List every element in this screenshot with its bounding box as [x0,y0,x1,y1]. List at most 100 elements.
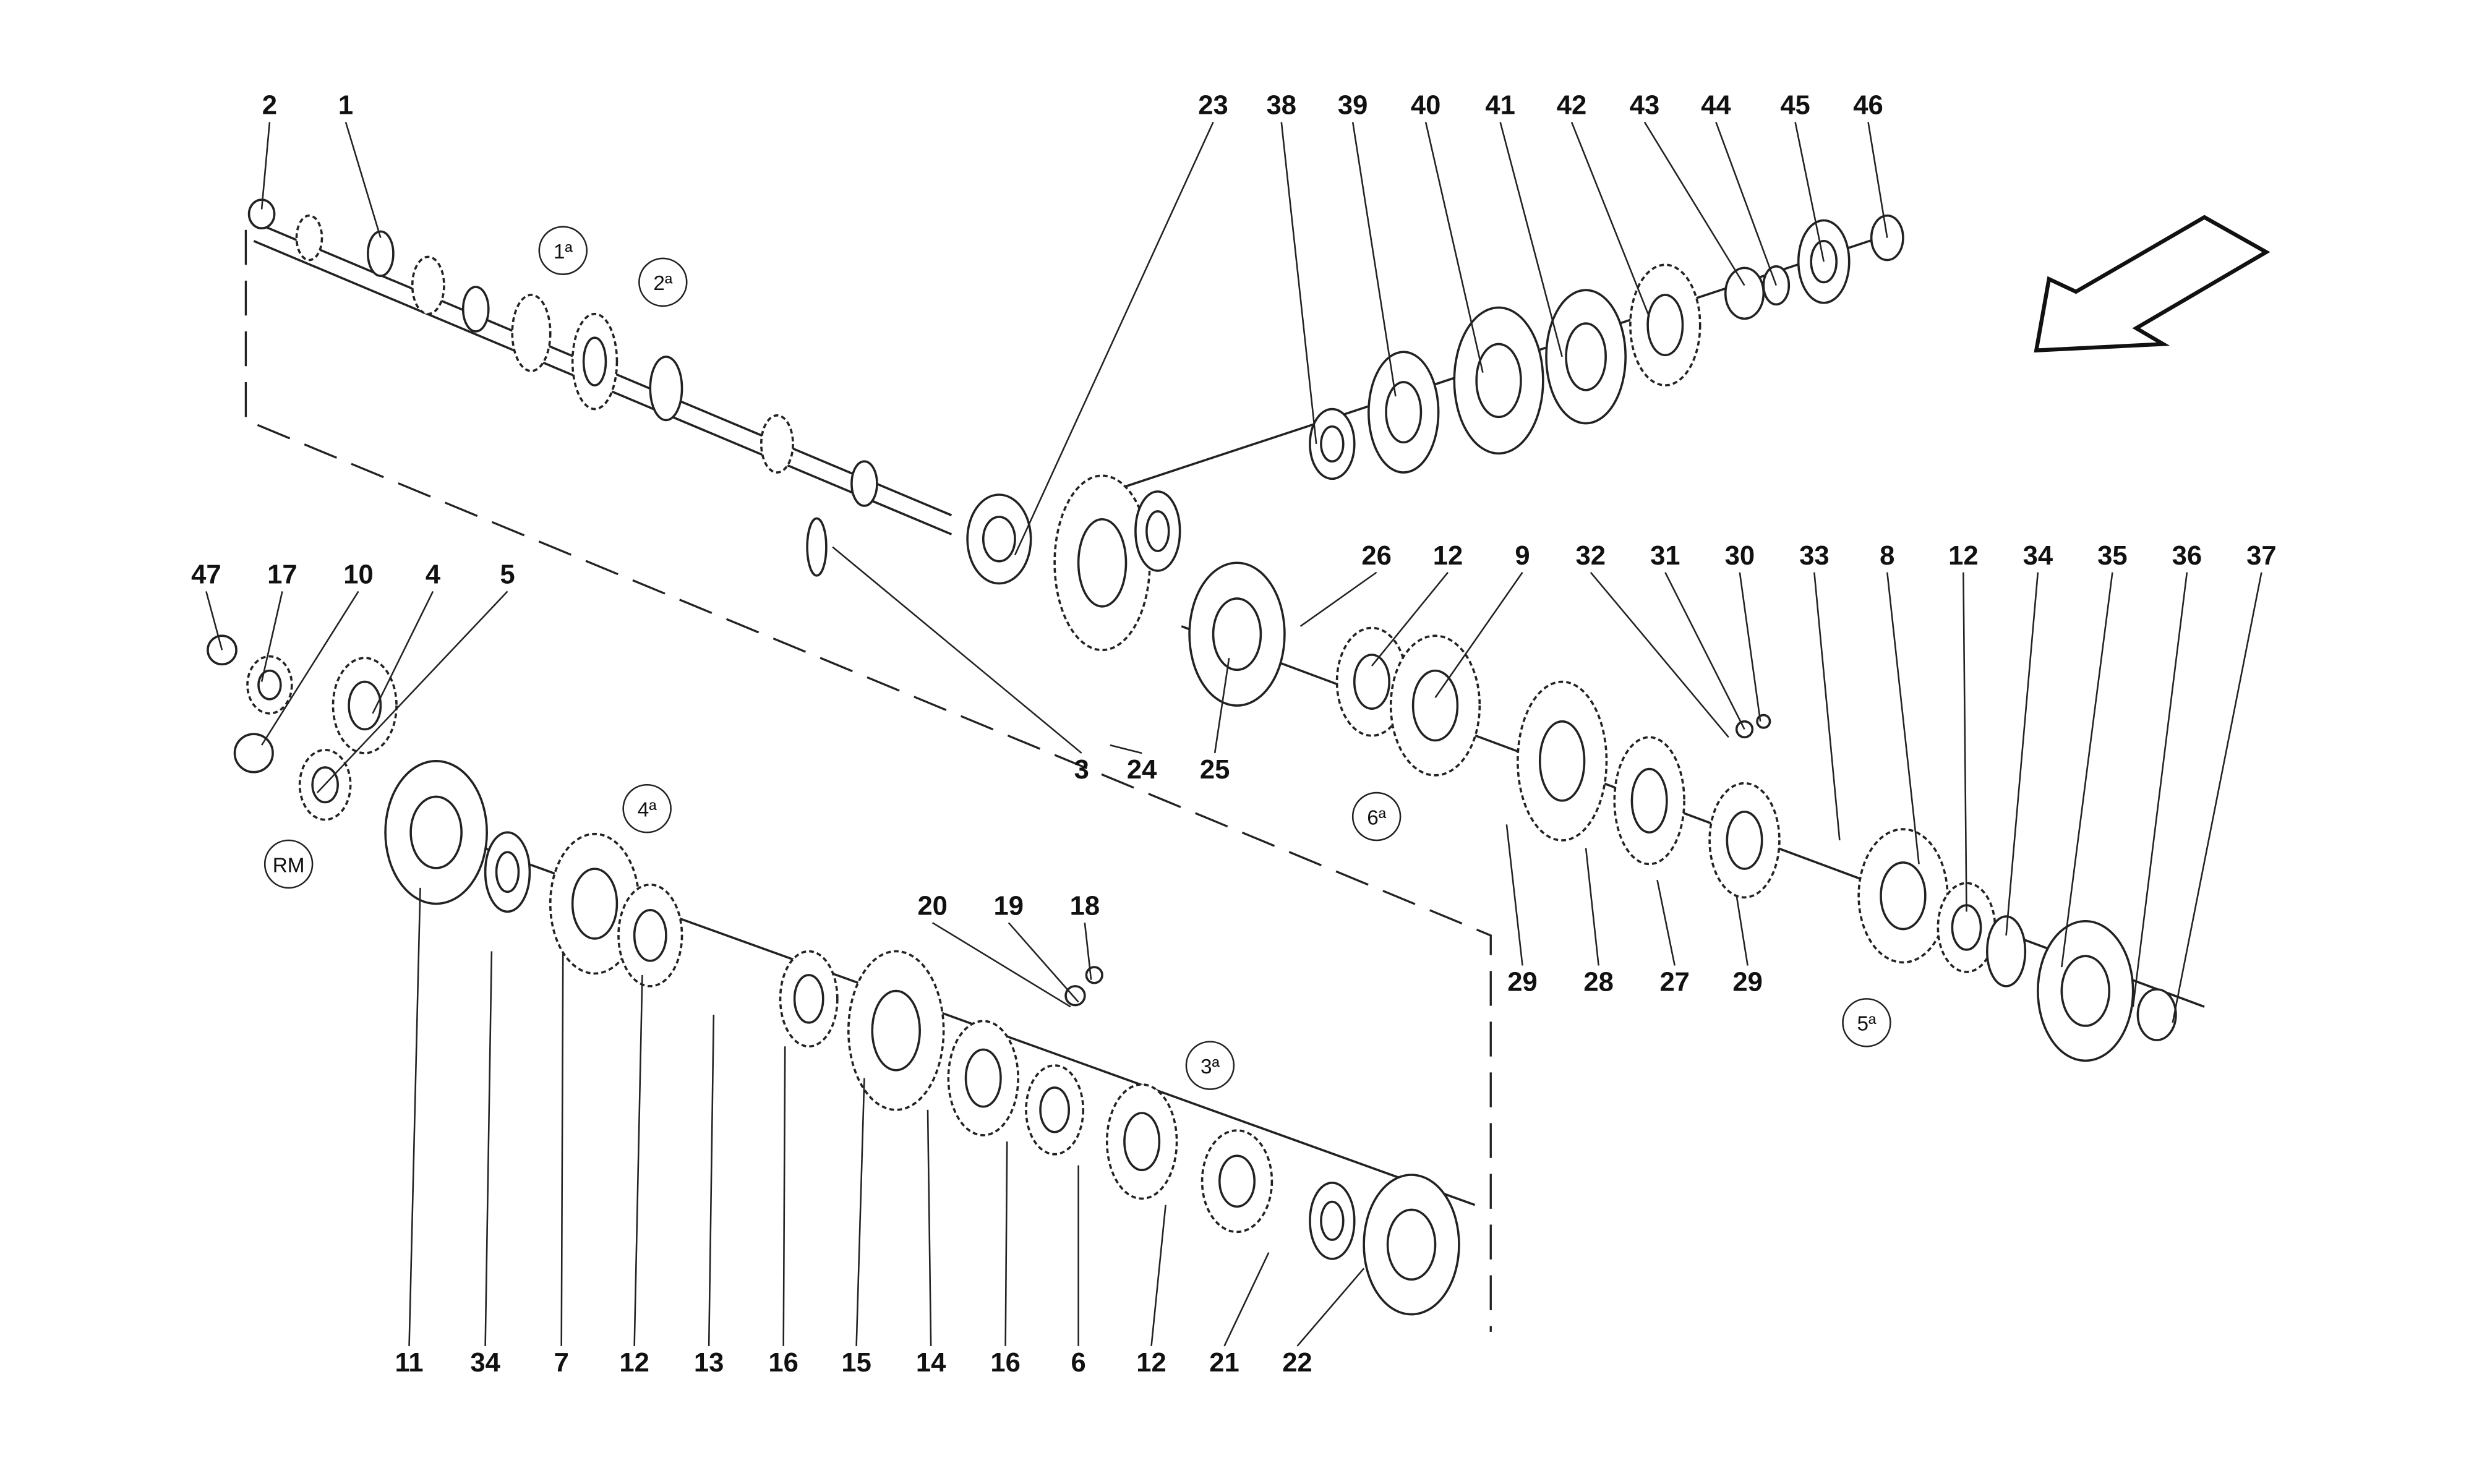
part-bore [1565,322,1607,391]
leader-line [2132,572,2188,1007]
leader-line [927,1109,932,1346]
part-number-label: 29 [1732,968,1762,997]
leader-line [1656,879,1676,966]
part-number-label: 42 [1557,91,1586,121]
part-bore [1726,811,1763,870]
leader-line [1223,1252,1270,1347]
part-bore [1123,1112,1161,1172]
leader-line [372,591,434,714]
part-number-label: 12 [1136,1348,1166,1378]
part-number-label: 19 [994,891,1024,921]
leader-line [1371,571,1449,667]
part-number-label: 9 [1515,541,1530,571]
gear-callout-circle [622,783,672,834]
part-number-label: 5 [500,560,515,590]
part-number-label: 34 [2023,541,2053,571]
part-bore [982,516,1016,563]
leader-line [1643,121,1745,286]
leader-line [1867,122,1888,238]
leader-line [260,122,271,210]
part-number-label: 24 [1127,755,1157,785]
bearing-part [1085,966,1103,984]
leader-line [1794,122,1825,262]
part-bore [1077,518,1128,608]
part-bore [1353,654,1390,710]
leader-line [1008,922,1079,1003]
part-number-label: 3 [1074,755,1089,785]
part-bore [1320,1200,1345,1241]
gear-callout-label: 4ª [638,799,657,822]
part-number-label: 29 [1507,968,1537,997]
leader-line [932,922,1071,1008]
part-number-label: 41 [1485,91,1515,121]
part-number-label: 37 [2246,541,2276,571]
bearing-part [649,356,683,422]
leader-line [260,591,359,746]
part-bore [1145,510,1170,552]
bearing-part [806,517,828,577]
leader-line [205,591,223,650]
leader-line [1296,1268,1365,1347]
leader-line [633,974,643,1346]
leader-line [1813,572,1841,841]
part-number-label: 21 [1209,1348,1239,1378]
bearing-part [207,634,238,666]
gear-callout-circle [538,226,588,275]
part-number-label: 4 [426,560,440,590]
leader-line [1004,1141,1008,1346]
part-number-label: 7 [554,1348,569,1378]
part-number-label: 47 [191,560,221,590]
leader-line [316,591,508,793]
leader-line [1505,824,1523,966]
part-bore [1951,904,1982,951]
gear-callout-label: 6ª [1367,806,1387,829]
leader-line [1585,848,1599,966]
part-bore [1411,669,1459,742]
part-number-label: 25 [1200,755,1230,785]
leader-line [1715,121,1777,286]
part-number-label: 33 [1799,541,1829,571]
leader-line [1590,571,1729,738]
leader-line [1886,572,1920,864]
leader-line [1213,657,1230,754]
leader-line [2061,572,2113,968]
part-bore [1646,294,1684,357]
assembly-boundary [244,229,1492,1332]
part-bore [2060,955,2111,1027]
gear-part [295,214,323,262]
part-bore [871,989,921,1072]
part-bore [1212,597,1262,672]
leader-line [1434,571,1523,698]
leader-line [1110,744,1142,754]
bearing-part [850,460,878,507]
part-number-label: 38 [1267,91,1296,121]
part-number-label: 13 [694,1348,724,1378]
gear-callout-circle [638,257,688,307]
leader-line [345,122,382,238]
gear-callout-label: 5ª [1857,1013,1877,1036]
part-number-label: 18 [1070,891,1100,921]
part-bore [1039,1086,1071,1133]
part-number-label: 1 [338,91,353,121]
part-bore [1880,861,1927,931]
part-bore [582,336,607,386]
part-bore [1475,343,1522,419]
leader-line [260,591,283,682]
part-bore [1386,1208,1437,1281]
part-number-label: 46 [1853,91,1883,121]
gear-callout-label: 1ª [554,241,573,263]
part-number-label: 27 [1659,968,1689,997]
leader-line [855,1078,865,1346]
leader-line [1736,895,1748,966]
bearing-part [367,230,395,277]
part-number-label: 43 [1630,91,1659,121]
leader-line [1299,571,1377,627]
part-number-label: 15 [841,1348,871,1378]
part-bore [964,1048,1002,1108]
leader-line [1280,122,1317,445]
leader-line [1739,572,1761,722]
gear-part [411,255,445,315]
part-number-label: 16 [990,1348,1020,1378]
part-bore [1320,425,1345,463]
